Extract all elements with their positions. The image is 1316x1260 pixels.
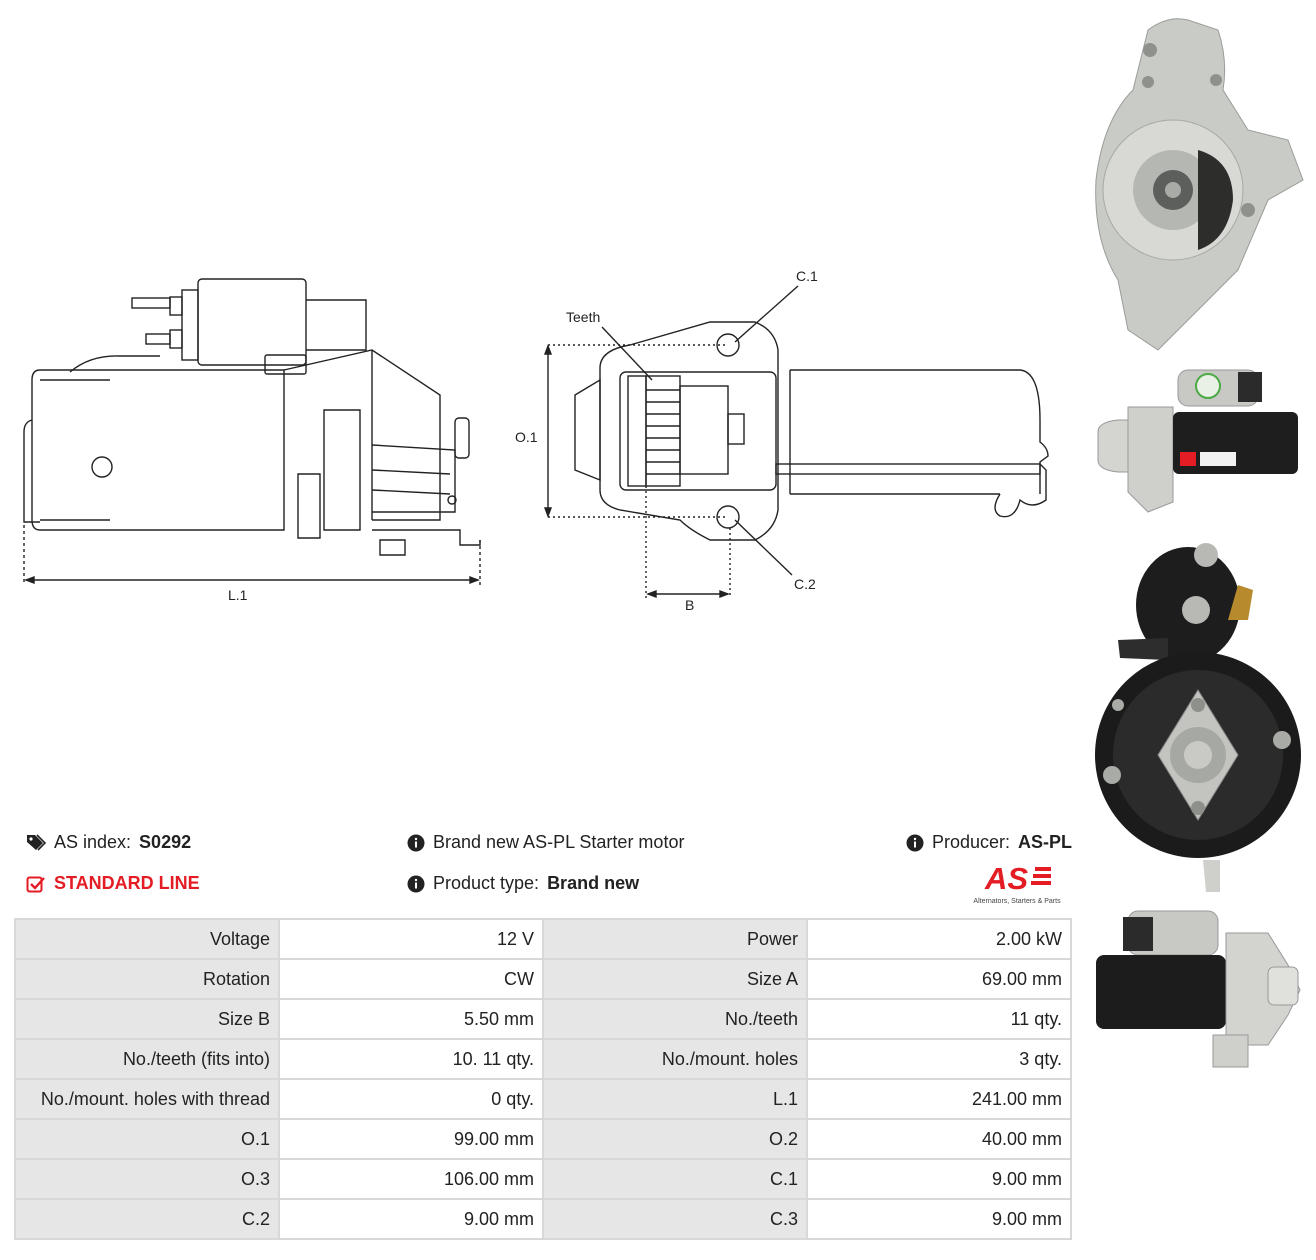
producer-value: AS-PL — [1018, 832, 1073, 852]
as-index: AS index: S0292 — [26, 832, 191, 853]
technical-drawing: L.1 — [23, 268, 1049, 613]
product-line-label: STANDARD LINE — [54, 873, 200, 893]
spec-value-cell: 12 V — [280, 920, 542, 958]
tags-icon — [27, 833, 46, 851]
producer-label: Producer: — [932, 832, 1011, 852]
side-view-drawing — [23, 278, 481, 585]
product-photo-side-alt[interactable] — [1088, 905, 1308, 1075]
spec-value-cell: 106.00 mm — [280, 1160, 542, 1198]
info-circle-icon — [906, 834, 924, 851]
as-index-label: AS index: — [54, 832, 132, 852]
spec-value-cell: 2.00 kW — [808, 920, 1070, 958]
info-circle-icon — [407, 875, 425, 892]
product-photo-front[interactable] — [1088, 10, 1308, 362]
producer: Producer: AS-PL — [906, 832, 1072, 853]
svg-text:AS: AS — [984, 862, 1028, 892]
spec-label-cell: L.1 — [544, 1080, 806, 1118]
c1-label: C.1 — [796, 268, 818, 284]
spec-value-cell: 241.00 mm — [808, 1080, 1070, 1118]
c2-label: C.2 — [794, 576, 816, 592]
description: Brand new AS-PL Starter motor — [407, 832, 684, 853]
spec-value-cell: 9.00 mm — [808, 1160, 1070, 1198]
b-label: B — [685, 597, 694, 613]
spec-label-cell: Size B — [16, 1000, 278, 1038]
spec-value-cell: 5.50 mm — [280, 1000, 542, 1038]
spec-label-cell: No./teeth — [544, 1000, 806, 1038]
as-index-value: S0292 — [139, 832, 192, 852]
spec-value-cell: 0 qty. — [280, 1080, 542, 1118]
product-line: STANDARD LINE — [26, 873, 200, 894]
spec-label-cell: O.2 — [544, 1120, 806, 1158]
o1-label: O.1 — [515, 429, 538, 445]
spec-label-cell: Power — [544, 920, 806, 958]
spec-value-cell: 99.00 mm — [280, 1120, 542, 1158]
spec-label-cell: No./mount. holes — [544, 1040, 806, 1078]
spec-value-cell: 10. 11 qty. — [280, 1040, 542, 1078]
spec-value-cell: 11 qty. — [808, 1000, 1070, 1038]
as-logo: AS Alternators, Starters & Parts — [964, 861, 1070, 905]
as-logo-mark: AS — [984, 861, 1051, 896]
spec-label-cell: O.3 — [16, 1160, 278, 1198]
spec-label-cell: C.3 — [544, 1200, 806, 1238]
spec-label-cell: Size A — [544, 960, 806, 998]
as-logo-tagline: Alternators, Starters & Parts — [973, 898, 1061, 905]
l1-dimension-label: L.1 — [228, 587, 248, 603]
product-photo-rear[interactable] — [1088, 530, 1310, 892]
spec-value-cell: 9.00 mm — [280, 1200, 542, 1238]
spec-value-cell: CW — [280, 960, 542, 998]
mount-view-drawing — [543, 285, 1049, 599]
product-photo-side[interactable] — [1088, 362, 1308, 522]
spec-label-cell: O.1 — [16, 1120, 278, 1158]
spec-value-cell: 9.00 mm — [808, 1200, 1070, 1238]
description-text: Brand new AS-PL Starter motor — [433, 832, 685, 852]
spec-value-cell: 3 qty. — [808, 1040, 1070, 1078]
info-circle-icon — [407, 834, 425, 851]
product-type: Product type: Brand new — [407, 873, 639, 894]
spec-label-cell: No./mount. holes with thread — [16, 1080, 278, 1118]
product-type-value: Brand new — [547, 873, 640, 893]
spec-label-cell: No./teeth (fits into) — [16, 1040, 278, 1078]
spec-label-cell: Rotation — [16, 960, 278, 998]
spec-label-cell: C.1 — [544, 1160, 806, 1198]
table-row: No./teeth (fits into)10. 11 qty.No./moun… — [16, 1040, 1070, 1078]
spec-value-cell: 69.00 mm — [808, 960, 1070, 998]
spec-label-cell: C.2 — [16, 1200, 278, 1238]
product-type-label: Product type: — [433, 873, 540, 893]
teeth-label: Teeth — [566, 309, 600, 325]
spec-label-cell: Voltage — [16, 920, 278, 958]
spec-value-cell: 40.00 mm — [808, 1120, 1070, 1158]
check-square-icon — [26, 876, 45, 892]
